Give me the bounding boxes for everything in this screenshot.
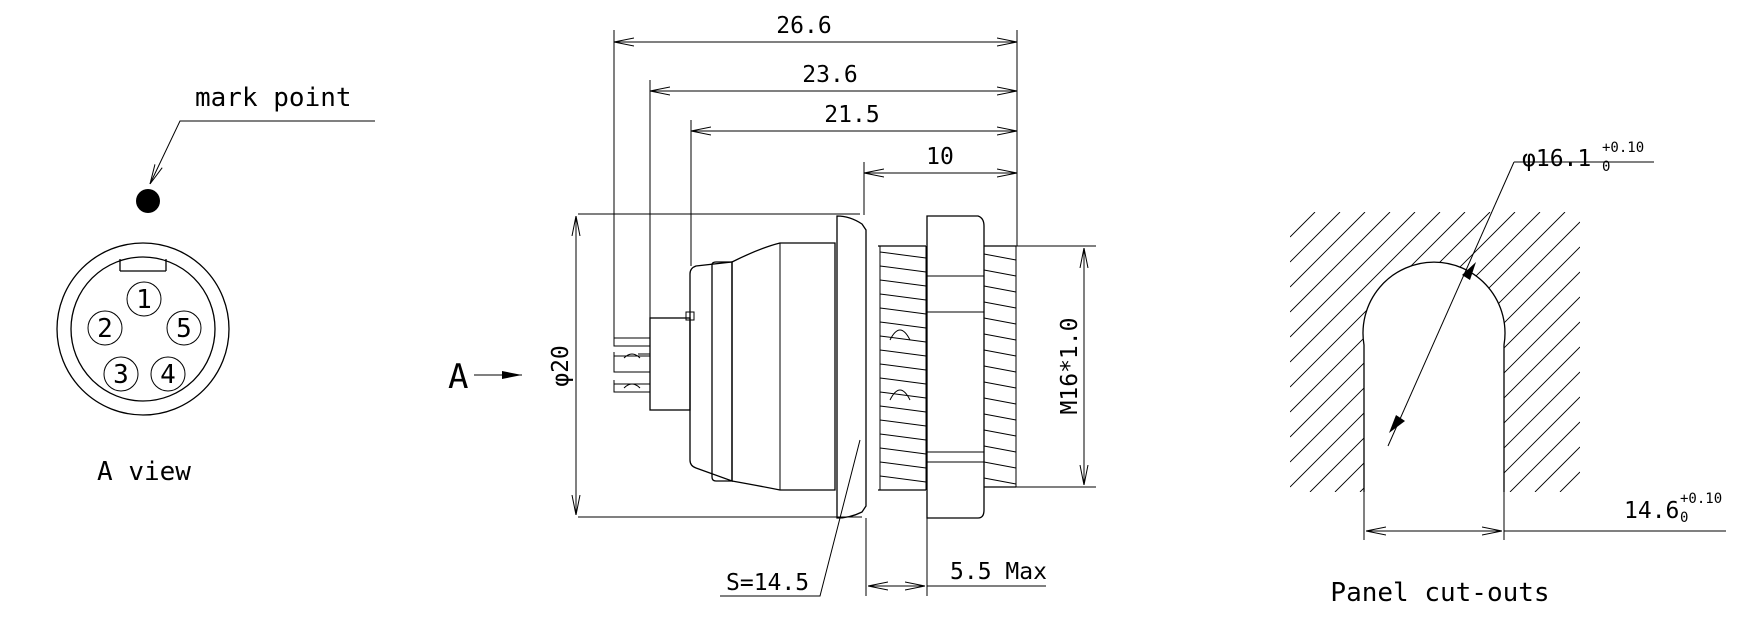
mark-point-label: mark point xyxy=(195,83,352,113)
panel-cutout: φ16.1 +0.10 0 14.6 +0.10 0 Panel cut-out… xyxy=(1290,140,1726,608)
a-view-key xyxy=(119,259,167,272)
cutout-outline xyxy=(1362,261,1506,492)
cutout-flat-tol-upper: +0.10 xyxy=(1680,491,1722,507)
dim-hex: S=14.5 xyxy=(726,570,809,596)
body-rear-cap xyxy=(711,261,733,482)
body-rear xyxy=(689,261,733,482)
thread-section-1 xyxy=(878,245,927,491)
pin-5: 5 xyxy=(166,310,202,346)
dim-26-6: 26.6 xyxy=(776,13,831,39)
pin-4: 4 xyxy=(150,356,186,392)
a-view-outer-ring xyxy=(56,242,230,416)
cutout-hatching xyxy=(1290,212,1580,492)
cutout-arrow-bottom xyxy=(1389,415,1405,433)
a-view-inner-ring xyxy=(70,256,216,402)
view-arrow-label: A xyxy=(448,357,468,397)
mark-point-dot xyxy=(136,189,160,213)
dim-23-6: 23.6 xyxy=(802,62,857,88)
a-view: mark point 1 2 3 4 5 A view xyxy=(56,83,375,487)
pin-3-label: 3 xyxy=(113,360,129,390)
thread-section-2 xyxy=(983,245,1017,488)
cutout-diameter-leader xyxy=(1387,161,1515,447)
side-view: A 26.6 23.6 21.5 10 φ20 M16*1.0 xyxy=(448,13,1096,597)
dim-21-5: 21.5 xyxy=(824,102,879,128)
panel-cutout-title: Panel cut-outs xyxy=(1330,578,1549,608)
cutout-diameter-tol-lower: 0 xyxy=(1602,159,1610,175)
body-main xyxy=(731,242,836,491)
pin-1: 1 xyxy=(126,281,162,317)
cutout-diameter: φ16.1 xyxy=(1522,146,1591,172)
hex-leader xyxy=(720,439,861,597)
hex-nut xyxy=(926,215,985,519)
cutout-arrow-top xyxy=(1462,262,1476,280)
cutout-flat: 14.6 xyxy=(1624,498,1679,524)
pin-3: 3 xyxy=(103,356,139,392)
pin-2-label: 2 xyxy=(97,314,113,344)
cutout-diameter-tol-upper: +0.10 xyxy=(1602,140,1644,156)
rear-contacts xyxy=(613,311,695,411)
dim-panel-max: 5.5 Max xyxy=(950,559,1047,585)
cutout-flat-tol-lower: 0 xyxy=(1680,510,1688,526)
pin-1-label: 1 xyxy=(136,285,152,315)
flange xyxy=(836,215,867,519)
a-view-label: A view xyxy=(97,457,191,487)
pin-5-label: 5 xyxy=(176,314,192,344)
dim-m16: M16*1.0 xyxy=(1057,318,1083,415)
dim-10: 10 xyxy=(926,144,954,170)
pin-4-label: 4 xyxy=(160,360,176,390)
mark-point-leader xyxy=(150,120,375,184)
pin-2: 2 xyxy=(87,310,123,346)
dim-phi20: φ20 xyxy=(548,345,574,387)
